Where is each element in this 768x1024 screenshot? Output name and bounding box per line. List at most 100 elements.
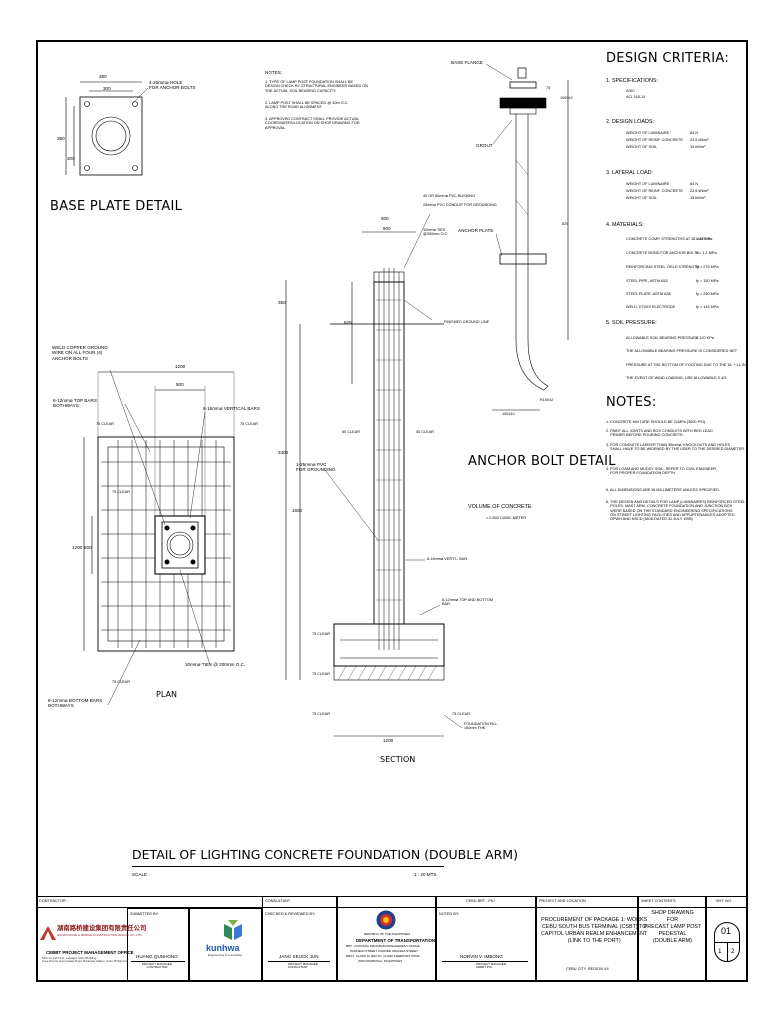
- criteria-row-value: = 21 MPa: [696, 237, 713, 241]
- base-plate-dim: 380: [99, 74, 107, 79]
- notes-right-item: 5. ALL DIMENSIONS ARE IN MILLIMETERS UNL…: [606, 488, 721, 492]
- plan-dim: 500: [176, 382, 184, 387]
- contractor-name-cn: 湖南路桥建设集团有限责任公司: [57, 925, 147, 932]
- signature-line: [131, 961, 185, 962]
- criteria-row-value: 15 kN/m³: [690, 145, 706, 149]
- anchor-plate-label: ANCHOR PLATE: [458, 228, 494, 233]
- plan-dim: 1200: [72, 545, 83, 550]
- owner-line: DEPARTMENT OF TRANSPORTATION: [356, 938, 436, 943]
- volume-value: = 0.833 CUBIC METER: [486, 516, 526, 520]
- sheet-total: 2: [731, 948, 735, 955]
- owner-line: PANFIELD STREET CORNER ORANIRA STREET: [350, 949, 418, 953]
- plan-top-bars-label: 8-12mmø TOP BARS BOTHWAYS: [53, 398, 97, 409]
- criteria-row-label: WEIGHT OF LUMINAIRE :: [626, 131, 672, 135]
- criteria-row-value: fy = 150 MPa: [696, 279, 719, 283]
- notes-right-item: 4. FOR LOAM AND MUDDY SOIL, REFER TO CIV…: [606, 467, 718, 476]
- anchor-dim: 75: [546, 86, 551, 90]
- consultant-logo-text: kunhwa: [206, 943, 240, 953]
- section-dim: 500: [383, 226, 391, 231]
- section-dim: 3300: [278, 450, 289, 455]
- section-dim: 1650: [292, 508, 303, 513]
- notes-right-item: 1. CONCRETE MIXTURE SHOULD BE 21MPa (300…: [606, 420, 705, 424]
- sheet-number-divider: [727, 942, 728, 962]
- base-plate-dim: 300: [67, 156, 75, 161]
- criteria-row: AISC: [626, 89, 635, 93]
- sheet-index: 1: [718, 948, 722, 955]
- scale-value: 1 : 20 MTS.: [414, 872, 438, 877]
- sheet-number: 01: [721, 926, 732, 936]
- criteria-section-head: 3. LATERAL LOAD:: [606, 170, 654, 176]
- submitted-role: PROJECT MANAGER CONTRACTOR: [142, 962, 172, 970]
- noted-label: NOTED BY:: [439, 912, 460, 916]
- plan-title: PLAN: [156, 690, 177, 699]
- section-top-bottom-bar-label: 8-12mmø TOP AND BOTTOM BAR: [442, 598, 493, 607]
- criteria-row-label: WEIGHT OF REINF. CONCRETE: [626, 138, 683, 142]
- section-dim: 500: [381, 216, 389, 221]
- design-criteria-title: DESIGN CRITERIA:: [606, 51, 730, 66]
- criteria-section-head: 1. SPECIFICATIONS:: [606, 78, 659, 84]
- section-ties-label: 10mmø TIES @300mm O.C.: [423, 228, 449, 237]
- criteria-row-value: 23.5 kN/m³: [690, 138, 709, 142]
- criteria-row-label: WEIGHT OF LUMINAIRE :: [626, 182, 672, 186]
- notes-top-item: 2. LAMP POST SHALL BE SPACED @ 30m O.C. …: [265, 101, 349, 110]
- scale-label: SCALE :: [132, 872, 150, 877]
- section-vert-bar-label: 8-16mmø VERT'L. BAR: [427, 557, 468, 561]
- section-bushing-label: 40 OR 50mmø PVC BUSHING: [423, 194, 476, 198]
- criteria-row-label: WELD, E70XX ELECTRODE: [626, 305, 676, 309]
- consultant-label: CONSULTANT: [265, 899, 291, 903]
- notes-right-item: 6. THE DESIGN AND DETAILS FOR LAMP (LUMI…: [606, 500, 746, 522]
- base-plate-title: BASE PLATE DETAIL: [50, 199, 183, 214]
- volume-label: VOLUME OF CONCRETE: [468, 504, 532, 510]
- criteria-row-label: STEEL PLATE, ASTM A36: [626, 292, 671, 296]
- criteria-row-label: WEIGHT OF SOIL: [626, 145, 658, 149]
- criteria-row-label: WEIGHT OF SOIL: [626, 196, 658, 200]
- criteria-row-value: fy = 275 MPa: [696, 265, 719, 269]
- anchor-bolt-drawing: [485, 63, 569, 411]
- contractor-label: CONTRACTOR :: [39, 899, 68, 903]
- plan-clear-label: 75 CLEAR: [112, 680, 130, 684]
- section-ground-line-label: FINISHED GROUND LINE: [444, 320, 490, 324]
- contractor-office: CEBBT PROJECT MANAGEMENT OFFICE: [46, 950, 134, 955]
- drawing-title: DETAIL OF LIGHTING CONCRETE FOUNDATION (…: [132, 847, 518, 862]
- consultant-tagline: Engineering & Consulting: [208, 953, 242, 957]
- section-dim: 825: [344, 320, 352, 325]
- criteria-row-value: fy = 145 MPa: [696, 305, 719, 309]
- criteria-row: ACI 318-14: [626, 95, 646, 99]
- criteria-section-head: 2. DESIGN LOADS:: [606, 119, 654, 125]
- plan-dim: 1200: [175, 364, 186, 369]
- plan-clear-label: 75 CLEAR: [96, 422, 114, 426]
- checked-label: CHECKED & REVIEWED BY:: [265, 912, 316, 916]
- contractor-logo-icon: [40, 926, 56, 940]
- section-clear-label: 50 CLEAR: [416, 430, 434, 434]
- sheet-contents: SHOP DRAWING FOR PRECAST LAMP POST PEDES…: [643, 910, 702, 944]
- plan-ties-label: 10mmø TIES @ 200mm O.C.: [185, 662, 246, 667]
- criteria-row-label: THE ALLOWABLE BEARING PRESSURE IS CONSID…: [626, 349, 738, 353]
- checked-name: JANG SEUCK JUN: [279, 954, 319, 959]
- criteria-row-label: WEIGHT OF REINF. CONCRETE: [626, 189, 683, 193]
- sheet-contents-label: SHEET CONTENTS: [641, 899, 676, 903]
- section-drawing: [285, 213, 463, 737]
- section-dim: 350: [278, 300, 286, 305]
- project-text: PROCUREMENT OF PACKAGE 1: WORKS CEBU SOU…: [541, 917, 648, 944]
- criteria-row-value: 84 N: [690, 182, 699, 186]
- anchor-bolt-title: ANCHOR BOLT DETAIL: [468, 454, 616, 469]
- criteria-row-value: u = 1.1 MPa: [696, 251, 717, 255]
- plan-bottom-bars-label: 8-12mmø BOTTOM BARS BOTHWAYS: [48, 698, 103, 709]
- notes-top-item: 1. TYPE OF LAMP POST FOUNDATION SHALL BE…: [265, 80, 368, 93]
- section-dim: 1200: [383, 738, 394, 743]
- signature-line: [268, 961, 330, 962]
- title-underline: [132, 866, 444, 867]
- section-clear-label: 75 CLEAR: [312, 632, 330, 636]
- plan-clear-label: 75 CLEAR: [240, 422, 258, 426]
- criteria-row-value: 23.5 kN/m³: [690, 189, 709, 193]
- plan-vertical-bars-label: 8-16mmø VERTICAL BARS: [203, 406, 260, 411]
- sheet-no-label: SHT. NO.: [716, 899, 733, 903]
- base-plate-dim: 300: [103, 86, 111, 91]
- notes-right-title: NOTES:: [606, 395, 657, 410]
- kunhwa-logo-icon: [224, 920, 242, 940]
- section-pvc-grounding-label: 1-25mmø PVC FOR GROUNDING: [296, 462, 336, 473]
- anchor-base-flange-label: BASE FLANGE: [451, 60, 483, 65]
- project-location: CEBU CITY, REGION VII: [566, 967, 609, 971]
- notes-top-item: 3. APPROVED CONTRACT SHALL PROVIDE ACTUA…: [265, 117, 360, 130]
- noted-name: NORVIN V. IMBONG: [460, 954, 503, 959]
